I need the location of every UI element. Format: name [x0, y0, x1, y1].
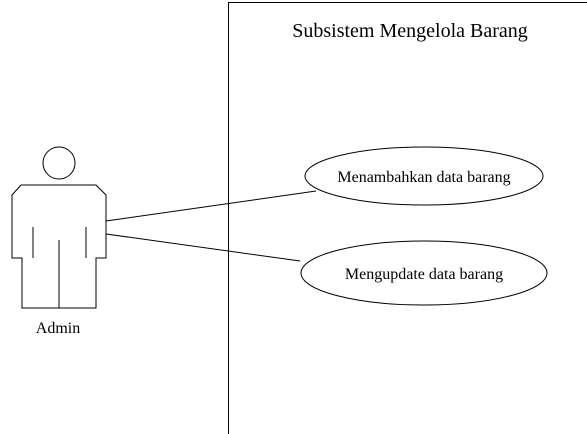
use-case-ellipse — [304, 146, 544, 206]
association-line-mengupdate — [105, 233, 301, 262]
use-case-menambahkan: Menambahkan data barang — [304, 146, 544, 206]
use-case-ellipse — [300, 240, 548, 306]
system-boundary-title: Subsistem Mengelola Barang — [292, 20, 528, 42]
actor-head — [42, 146, 76, 180]
system-boundary: Subsistem Mengelola Barang — [228, 2, 587, 434]
system-boundary-rect — [228, 2, 587, 434]
association-line-menambahkan — [105, 190, 317, 222]
actor-name-label: Admin — [36, 320, 80, 337]
actor-admin — [11, 146, 107, 309]
use-case-mengupdate: Mengupdate data barang — [300, 240, 548, 306]
use-case-label: Menambahkan data barang — [337, 169, 510, 186]
use-case-label: Mengupdate data barang — [345, 266, 503, 283]
